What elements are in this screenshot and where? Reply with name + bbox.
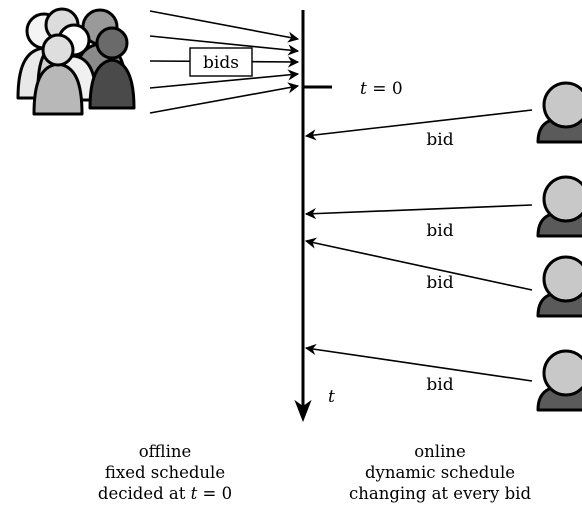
bids-label-box: bids bbox=[189, 47, 253, 77]
bid-label: bid bbox=[426, 375, 453, 395]
person-icon bbox=[32, 33, 84, 116]
time-axis-label: t bbox=[328, 387, 335, 407]
timeline bbox=[294, 10, 332, 423]
offline-caption-line3: decided at t = 0 bbox=[97, 484, 233, 503]
person-icon bbox=[536, 255, 582, 318]
bid-arrow bbox=[149, 82, 300, 114]
bid-arrow bbox=[149, 69, 300, 89]
bid-arrow bbox=[149, 35, 300, 56]
online-bid-arrows bbox=[304, 109, 533, 382]
online-caption-line1: online bbox=[414, 442, 466, 461]
person-icon bbox=[536, 349, 582, 412]
person-icon bbox=[536, 81, 582, 144]
offline-caption: offline fixed schedule decided at t = 0 bbox=[40, 441, 290, 504]
online-caption-line3: changing at every bid bbox=[348, 484, 532, 503]
bid-arrow bbox=[304, 237, 533, 291]
t0-label: t = 0 bbox=[360, 79, 403, 99]
bid-arrow bbox=[304, 109, 533, 141]
offline-caption-line1: offline bbox=[138, 442, 192, 461]
bid-arrow bbox=[304, 343, 533, 382]
person-icon bbox=[88, 26, 136, 110]
bids-label: bids bbox=[203, 53, 239, 73]
offline-bidders-group bbox=[16, 7, 136, 116]
bid-label: bid bbox=[426, 273, 453, 293]
bid-label: bid bbox=[426, 221, 453, 241]
offline-caption-line2: fixed schedule bbox=[104, 463, 226, 482]
online-caption-line2: dynamic schedule bbox=[364, 463, 516, 482]
person-icon bbox=[536, 175, 582, 238]
bid-label: bid bbox=[426, 130, 453, 150]
bid-arrow bbox=[149, 10, 300, 43]
online-caption: online dynamic schedule changing at ever… bbox=[320, 441, 560, 504]
online-bidders bbox=[536, 81, 582, 412]
bid-arrow bbox=[304, 204, 533, 220]
